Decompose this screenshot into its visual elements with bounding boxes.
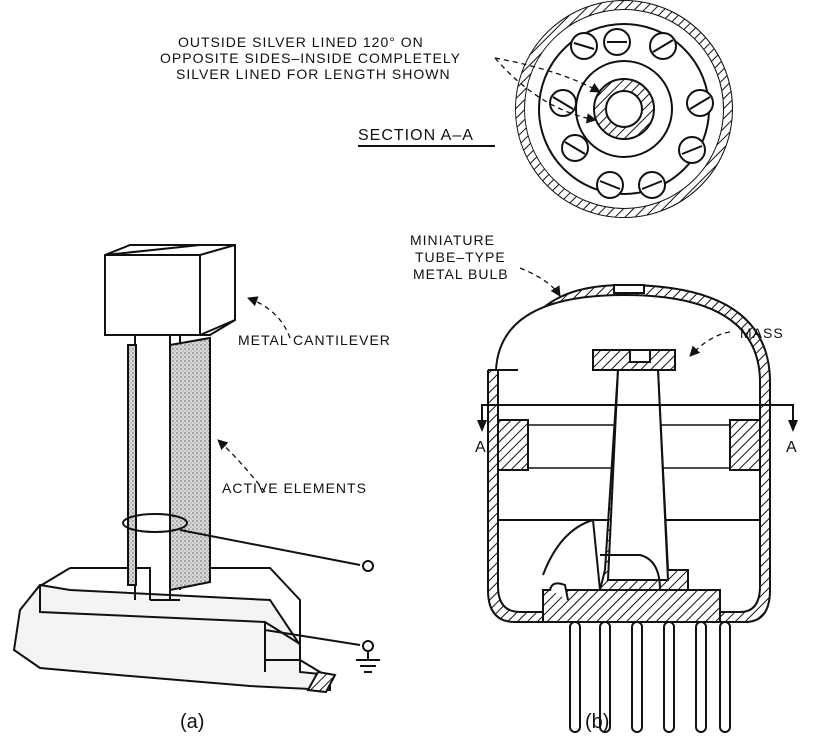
label-section-aa: SECTION A–A [358, 127, 474, 144]
section-view: OUTSIDE SILVER LINED 120° ON OPPOSITE SI… [160, 0, 733, 218]
base-block [12, 567, 337, 694]
section-line [481, 404, 794, 430]
cantilever-head [104, 244, 236, 336]
leader-active [217, 439, 266, 493]
leader-mass [689, 331, 731, 357]
terminal-1 [362, 560, 374, 572]
leader-bulb [519, 267, 561, 297]
leader-cantilever [247, 296, 291, 339]
caption-a: (a) [180, 711, 204, 733]
label-bulb-1: MINIATURE [410, 232, 495, 248]
terminal-2 [362, 640, 374, 652]
label-bulb-3: METAL BULB [413, 266, 509, 282]
active-element-front [169, 336, 211, 592]
leader-silver-1 [494, 57, 601, 93]
label-bulb-2: TUBE–TYPE [415, 249, 506, 265]
label-metal-cantilever: METAL CANTILEVER [238, 332, 391, 348]
ground-icon [356, 659, 380, 673]
pins [549, 28, 714, 199]
label-silver-note-3: SILVER LINED FOR LENGTH SHOWN [176, 66, 451, 82]
label-mass: MASS [740, 325, 784, 341]
label-section-a-right: A [786, 439, 798, 456]
cantilever-diagram: METAL CANTILEVER ACTIVE ELEMENTS (a) [12, 244, 391, 733]
label-silver-note-2: OPPOSITE SIDES–INSIDE COMPLETELY [160, 50, 461, 66]
leader-silver-2 [494, 57, 598, 124]
lead-wires [122, 513, 380, 673]
label-section-a-left: A [475, 439, 487, 456]
label-silver-note-1: OUTSIDE SILVER LINED 120° ON [178, 34, 424, 50]
tube-pins [569, 621, 731, 733]
active-element-left [127, 344, 137, 586]
caption-b: (b) [585, 711, 609, 733]
label-active-elements: ACTIVE ELEMENTS [222, 480, 367, 496]
tube-diagram: A A MINIATURE TUBE–TYPE METAL BULB MASS … [410, 232, 798, 733]
